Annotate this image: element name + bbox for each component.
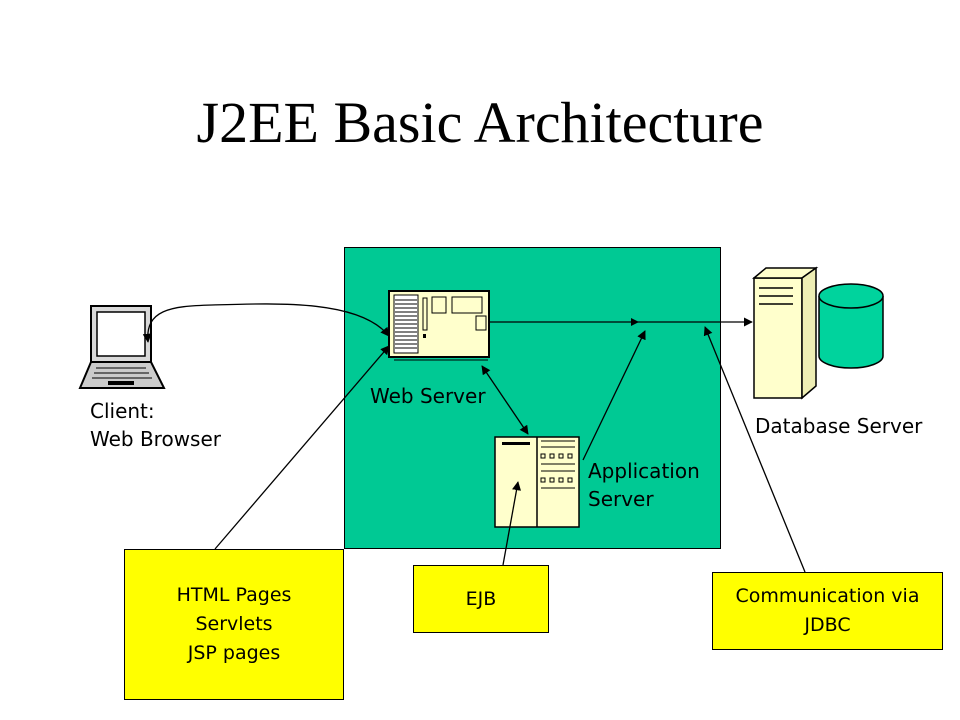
database-cylinder-icon [818,283,884,369]
ejb-note-line1: EJB [465,587,497,610]
ejb-note: EJB [413,565,549,633]
ejb-note-pointer [502,481,522,566]
client-label-line2: Web Browser [90,427,222,451]
jdbc-note-line2: JDBC [804,614,851,636]
app-server-label-line2: Server [588,487,654,511]
web-tier-note-line2: Servlets [195,613,273,635]
jdbc-junction-marker [631,318,639,326]
web-server-icon [388,290,490,361]
client-label: Client: Web Browser [90,397,221,453]
server-tower-icon [752,266,819,400]
web-tier-note-pointer [214,345,390,550]
client-web-server-connector [142,303,390,343]
database-server-label: Database Server [755,414,923,438]
app-server-icon [494,436,580,528]
web-tier-note-line1: HTML Pages [176,584,292,606]
web-tier-note-line3: JSP pages [187,642,281,664]
web-server-app-server-connector [481,365,529,435]
app-server-label-line1: Application [588,459,700,483]
jdbc-note: Communication via JDBC [712,572,943,650]
client-label-line1: Client: [90,399,155,423]
laptop-icon [78,305,166,389]
jdbc-note-line1: Communication via [735,585,920,607]
jdbc-note-pointer [703,326,806,573]
web-tier-note: HTML Pages Servlets JSP pages [124,549,344,700]
web-server-label: Web Server [370,384,486,408]
app-server-jdbc-connector [582,330,646,461]
app-server-label: Application Server [588,457,700,513]
page-title: J2EE Basic Architecture [196,90,764,155]
